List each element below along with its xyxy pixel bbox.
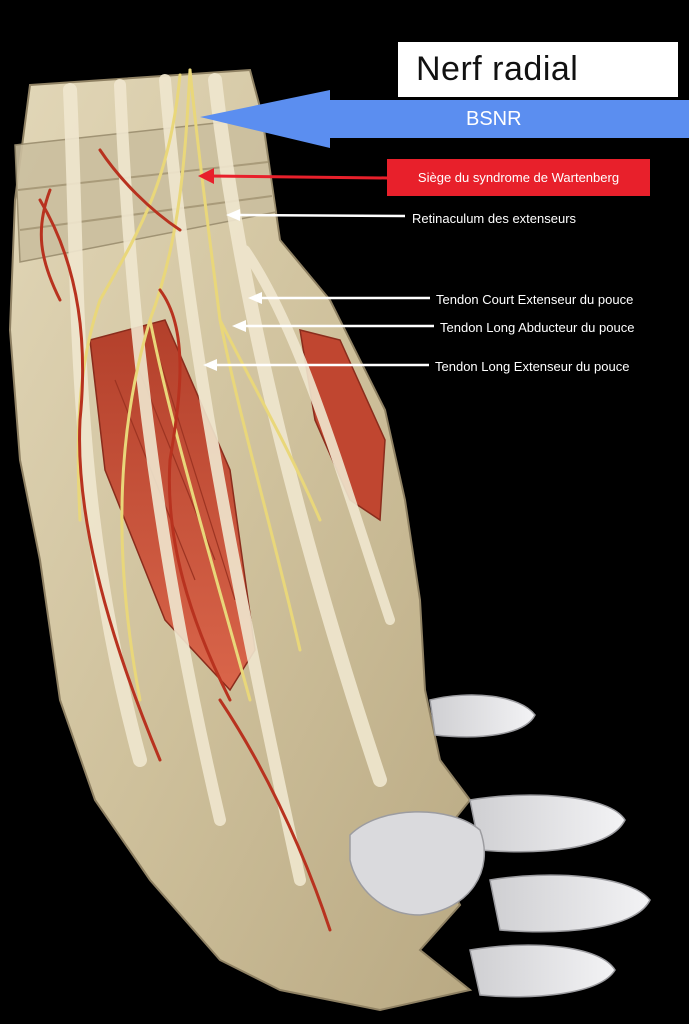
bsnr-label: BSNR <box>466 108 522 130</box>
nail-thumb <box>349 811 485 916</box>
figure-title: Nerf radial <box>416 50 579 88</box>
wartenberg-label: Siège du syndrome de Wartenberg <box>417 170 620 185</box>
nail-little <box>469 944 616 998</box>
thumb-muscle <box>299 328 386 522</box>
title-box: Nerf radial <box>398 42 678 97</box>
nail-ring <box>489 874 651 933</box>
bsnr-arrow <box>200 90 689 148</box>
fingernails <box>349 694 651 998</box>
wartenberg-box: Siège du syndrome de Wartenberg <box>387 159 650 196</box>
long-abducteur-label: Tendon Long Abducteur du pouce <box>440 320 635 335</box>
retinaculum-label: Retinaculum des extenseurs <box>412 211 577 226</box>
court-extenseur-label: Tendon Court Extenseur du pouce <box>436 292 634 307</box>
wartenberg-pointer <box>198 168 388 184</box>
nail-index <box>429 694 536 738</box>
long-extenseur-label: Tendon Long Extenseur du pouce <box>435 359 630 374</box>
nail-middle <box>469 794 626 853</box>
label-pointers <box>203 209 434 371</box>
artery-network <box>38 148 332 932</box>
